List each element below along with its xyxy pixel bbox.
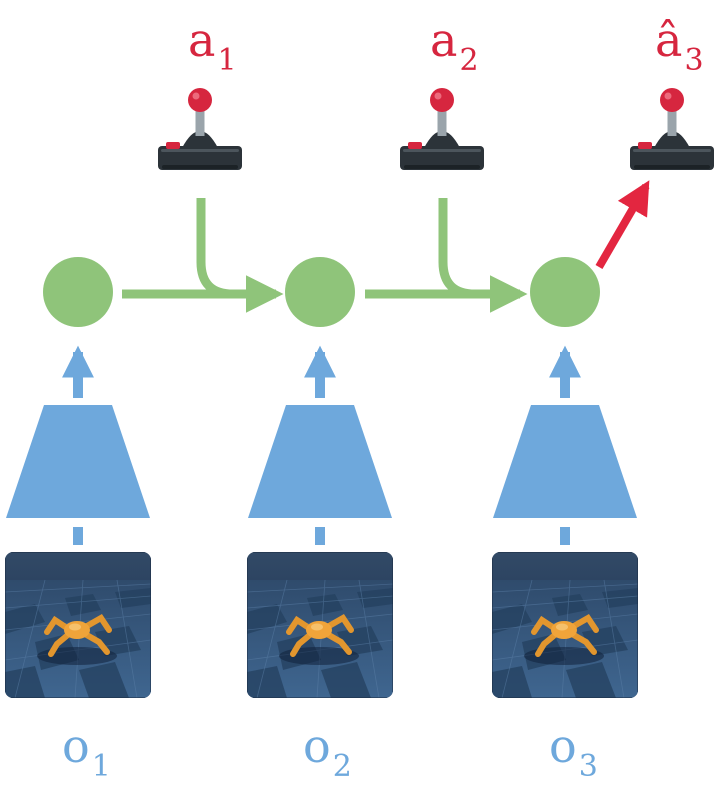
observation-subscript: 3 <box>579 749 598 784</box>
observation-label-1: o1 <box>62 719 111 784</box>
action-label-3-predicted: â3 <box>655 13 704 78</box>
encoder-2 <box>248 405 392 518</box>
predicted-action-arrow <box>595 180 650 270</box>
action-input-arrow-2 <box>438 198 528 313</box>
action-subscript: 2 <box>459 43 478 78</box>
joystick-icon <box>630 88 714 170</box>
observation-symbol: o <box>549 719 577 773</box>
encoder-3 <box>493 405 637 518</box>
observation-symbol: o <box>303 719 331 773</box>
encoder-1 <box>6 405 150 518</box>
svg-text:o1: o1 <box>62 719 111 784</box>
svg-text:o3: o3 <box>549 719 598 784</box>
observation-frame-2 <box>247 552 393 698</box>
action-subscript: 1 <box>217 43 236 78</box>
action-subscript: 3 <box>684 43 703 78</box>
joystick-icon <box>158 88 242 170</box>
observation-label-2: o2 <box>303 719 352 784</box>
joystick-icon <box>400 88 484 170</box>
action-label-2: a2 <box>430 13 479 78</box>
latent-state-3 <box>530 257 600 327</box>
latent-state-2 <box>285 257 355 327</box>
observation-symbol: o <box>62 719 90 773</box>
action-symbol: â <box>655 13 682 67</box>
action-label-1: a1 <box>188 13 237 78</box>
observation-frame-3 <box>492 552 638 698</box>
svg-text:â3: â3 <box>655 13 704 78</box>
observation-frame-1 <box>5 552 151 698</box>
action-symbol: a <box>188 13 215 67</box>
encoder-input-connector-2 <box>315 527 325 545</box>
svg-text:a2: a2 <box>430 13 479 78</box>
encoder-input-connector-1 <box>73 527 83 545</box>
observation-subscript: 1 <box>92 749 111 784</box>
encoder-input-connector-3 <box>560 527 570 545</box>
svg-text:o2: o2 <box>303 719 352 784</box>
svg-text:a1: a1 <box>188 13 237 78</box>
observation-label-3: o3 <box>549 719 598 784</box>
observation-subscript: 2 <box>333 749 352 784</box>
action-symbol: a <box>430 13 457 67</box>
latent-state-1 <box>43 257 113 327</box>
action-input-arrow-1 <box>196 198 284 313</box>
